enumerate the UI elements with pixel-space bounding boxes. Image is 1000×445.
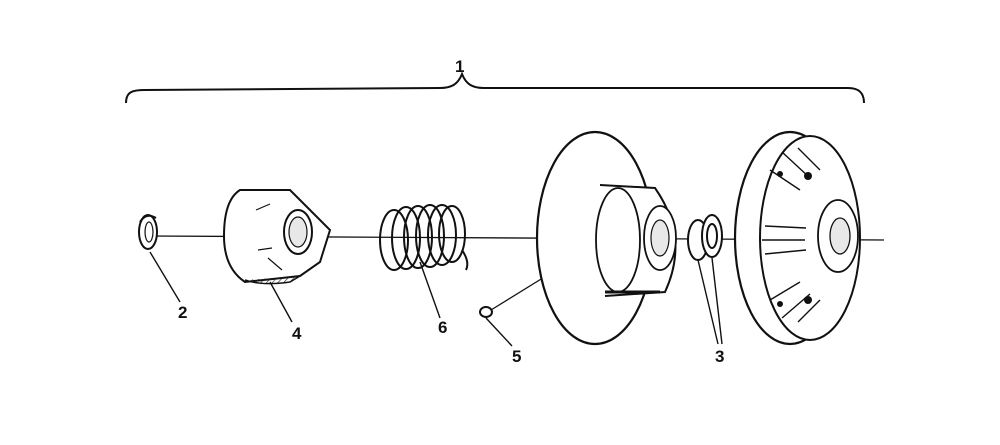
helix-cam-part <box>222 189 332 285</box>
snap-ring-part <box>138 214 158 250</box>
callout-1: 1 <box>455 57 464 76</box>
callout-2: 2 <box>178 303 187 322</box>
spring-part <box>379 204 469 271</box>
callout-6: 6 <box>438 318 447 337</box>
callout-3: 3 <box>715 347 724 366</box>
callout-4: 4 <box>292 324 302 343</box>
stationary-sheave-part <box>733 130 861 346</box>
moveable-sheave-part <box>535 130 677 346</box>
pin-part <box>479 275 547 318</box>
callout-5: 5 <box>512 347 521 366</box>
bushings-part <box>687 214 723 261</box>
assembly-brace <box>125 71 865 104</box>
leader-lines <box>149 251 723 347</box>
